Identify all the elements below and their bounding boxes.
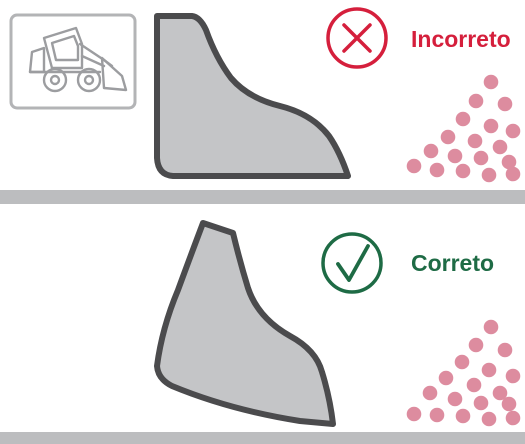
material-particle xyxy=(430,163,445,178)
material-particle xyxy=(468,134,483,149)
material-particle xyxy=(469,94,484,109)
incorrect-label: Incorreto xyxy=(411,26,511,52)
material-particle xyxy=(506,369,521,384)
material-particle xyxy=(441,130,456,145)
material-particle xyxy=(474,396,489,411)
material-particle xyxy=(482,168,497,183)
material-particle xyxy=(484,75,499,90)
material-pile-correct xyxy=(407,320,521,427)
panel-incorrect: Incorreto xyxy=(0,9,525,204)
x-mark-icon xyxy=(328,9,386,67)
ground-line-bottom xyxy=(0,432,525,444)
bucket-incorrect xyxy=(157,16,348,176)
correct-label: Correto xyxy=(411,250,494,276)
material-particle xyxy=(498,343,513,358)
material-particle xyxy=(482,363,497,378)
ground-line-top xyxy=(0,190,525,204)
material-particle xyxy=(506,167,521,182)
material-particle xyxy=(423,386,438,401)
material-particle xyxy=(456,164,471,179)
material-particle xyxy=(424,144,439,159)
material-particle xyxy=(455,355,470,370)
material-pile-incorrect xyxy=(407,75,521,183)
material-particle xyxy=(439,371,454,386)
material-particle xyxy=(484,320,499,335)
material-particle xyxy=(467,378,482,393)
material-particle xyxy=(474,151,489,166)
material-particle xyxy=(469,338,484,353)
material-particle xyxy=(506,124,521,139)
material-particle xyxy=(448,392,463,407)
material-particle xyxy=(484,119,499,134)
material-particle xyxy=(482,412,497,427)
bucket-correct xyxy=(157,223,333,424)
material-particle xyxy=(407,159,422,174)
material-particle xyxy=(407,407,422,422)
material-particle xyxy=(456,409,471,424)
skid-steer-loader-icon xyxy=(11,15,135,108)
material-particle xyxy=(493,140,508,155)
check-mark-icon xyxy=(323,234,381,292)
material-particle xyxy=(502,397,517,412)
material-particle xyxy=(498,97,513,112)
material-particle xyxy=(448,149,463,164)
material-particle xyxy=(430,408,445,423)
material-particle xyxy=(456,112,471,127)
material-particle xyxy=(506,411,521,426)
panel-correct: Correto xyxy=(0,223,525,444)
